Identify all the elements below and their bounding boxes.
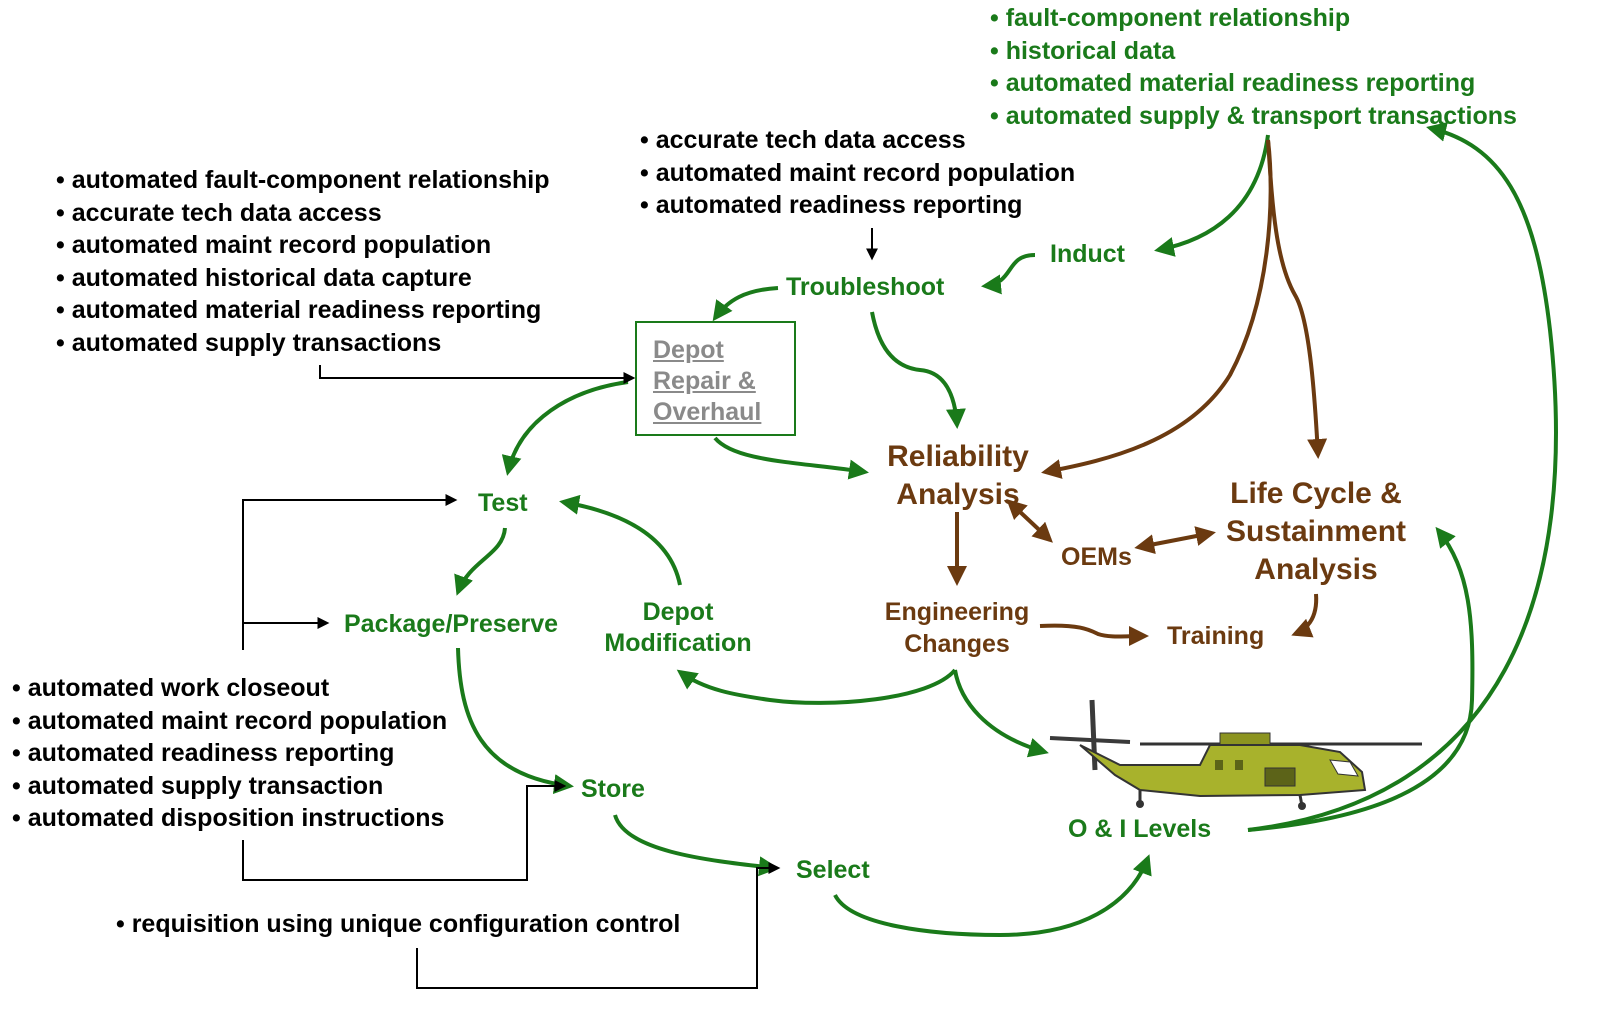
arrow-depotmod-to-test (559, 494, 682, 586)
arrow-oi-to-lifecycle (1247, 526, 1475, 832)
node-label-line: Depot (653, 336, 724, 364)
arrow-depot-to-test (501, 380, 629, 476)
node-label-line: Sustainment (1225, 515, 1407, 548)
arrow-package-to-store (456, 647, 574, 794)
helicopter-icon (1049, 699, 1422, 810)
arrow-store-to-select (613, 814, 779, 877)
list-item: automated disposition instructions (12, 802, 447, 835)
arrow-top-to-induct (1154, 134, 1270, 257)
bottom-left-bullets: automated work closeout automated maint … (12, 672, 447, 835)
node-oems: OEMs (1061, 543, 1132, 571)
bottom-bullets: requisition using unique configuration c… (116, 908, 681, 941)
list-item: fault-component relationship (990, 2, 1517, 35)
node-depot-repair-overhaul: Depot Repair & Overhaul (635, 321, 796, 436)
arrow-top-to-lifecycle (1266, 139, 1328, 459)
list-item: automated maint record population (12, 705, 447, 738)
arrow-reliability-oems (1006, 499, 1053, 543)
node-label-line: Changes (904, 630, 1010, 658)
top-middle-bullets: accurate tech data access automated main… (640, 124, 1075, 222)
list-item: requisition using unique configuration c… (116, 908, 681, 941)
list-item: accurate tech data access (640, 124, 1075, 157)
node-label-line: Engineering (884, 598, 1030, 626)
node-lifecycle-sustainment: Life Cycle & Sustainment Analysis (1196, 475, 1436, 589)
node-training: Training (1167, 622, 1265, 650)
node-label-line: Analysis (1254, 553, 1378, 586)
list-item: automated readiness reporting (12, 737, 447, 770)
arrow-depot-to-reliability (713, 436, 869, 480)
arrow-oems-lifecycle (1134, 526, 1216, 555)
list-item: historical data (990, 35, 1517, 68)
node-troubleshoot: Troubleshoot (786, 273, 945, 301)
node-oi-levels: O & I Levels (1068, 815, 1212, 843)
list-item: automated supply transaction (12, 770, 447, 803)
list-item: automated material readiness reporting (56, 294, 550, 327)
arrow-lifecycle-to-training (1291, 593, 1319, 638)
node-store: Store (581, 775, 645, 803)
list-item: automated fault-component relationship (56, 164, 550, 197)
node-label-line: Overhaul (653, 398, 762, 426)
node-label-line: Reliability (887, 440, 1029, 473)
top-right-bullets: fault-component relationship historical … (990, 2, 1517, 132)
node-test: Test (478, 489, 528, 517)
node-label-line: Depot (642, 598, 714, 626)
arrow-oi-to-top (1247, 122, 1558, 832)
connector-bottom-left-store (242, 780, 567, 881)
arrow-select-to-oi (833, 854, 1152, 938)
node-select: Select (796, 856, 870, 884)
list-item: automated material readiness reporting (990, 67, 1517, 100)
arrow-induct-to-troubleshoot (981, 253, 1036, 295)
arrow-top-to-reliability (1041, 139, 1273, 479)
node-engineering-changes: Engineering Changes (872, 596, 1042, 660)
node-label-line: Repair & (653, 367, 756, 395)
list-item: automated maint record population (640, 157, 1075, 190)
arrow-troubleshoot-to-reliability (870, 311, 966, 429)
node-reliability-analysis: Reliability Analysis (860, 438, 1056, 514)
connector-bottom-left-test (242, 494, 458, 650)
arrow-engchanges-to-helicopter (953, 669, 1049, 758)
list-item: automated supply & transport transaction… (990, 100, 1517, 133)
node-induct: Induct (1050, 240, 1125, 268)
arrow-troubleshoot-to-depot (712, 286, 779, 322)
list-item: automated work closeout (12, 672, 447, 705)
node-package-preserve: Package/Preserve (344, 610, 559, 638)
list-item: automated readiness reporting (640, 189, 1075, 222)
list-item: automated maint record population (56, 229, 550, 262)
list-item: accurate tech data access (56, 197, 550, 230)
node-label-line: Analysis (896, 478, 1020, 511)
node-label-line: Modification (604, 629, 752, 657)
connector-bottom-select (416, 862, 781, 989)
top-left-bullets: automated fault-component relationship a… (56, 164, 550, 359)
node-label-line: Life Cycle & (1230, 477, 1402, 510)
node-depot-modification: Depot Modification (596, 597, 760, 659)
list-item: automated historical data capture (56, 262, 550, 295)
arrow-test-to-package (454, 527, 507, 596)
list-item: automated supply transactions (56, 327, 550, 360)
arrow-engchanges-to-training (1039, 623, 1149, 647)
arrow-engchanges-to-depotmod (676, 668, 957, 705)
connector-top-left (319, 365, 636, 384)
